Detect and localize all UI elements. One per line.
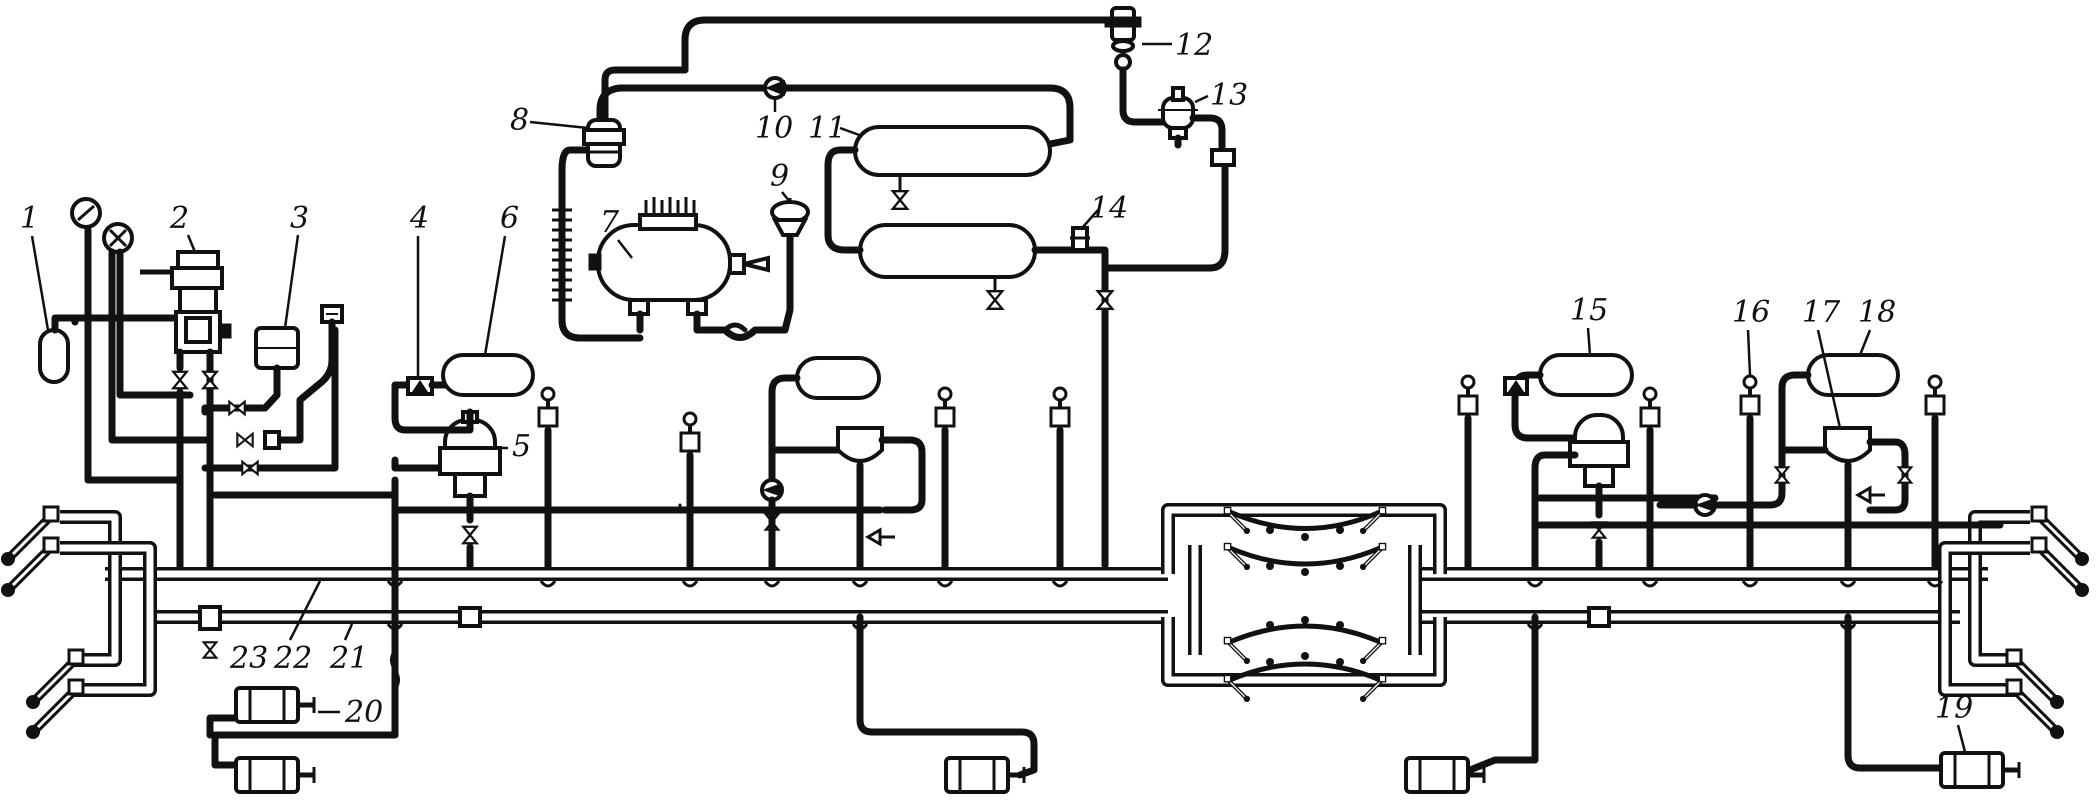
label-6: 6 (500, 201, 519, 236)
label-21: 21 (329, 641, 368, 676)
main-lines (60, 503, 2030, 703)
component-3 (254, 326, 300, 370)
label-2: 2 (169, 201, 189, 236)
label-19: 19 (1935, 691, 1973, 726)
reservoir-1 (38, 328, 70, 384)
drivers-brake-valve-2 (140, 250, 232, 354)
check-valve-right (1503, 376, 1529, 396)
distributor-valve (836, 426, 884, 463)
component-23 (198, 605, 222, 659)
label-8: 8 (510, 103, 529, 138)
oil-separator-8 (582, 118, 626, 168)
label-3: 3 (290, 201, 309, 236)
center-equipment (391, 356, 1071, 792)
label-12: 12 (1175, 28, 1213, 63)
component-13 (1158, 86, 1198, 140)
label-5: 5 (512, 429, 531, 464)
component-12 (1104, 6, 1142, 71)
aux-reservoir-15 (1538, 353, 1634, 397)
cooler-fins (552, 208, 572, 302)
compressor-section (552, 6, 1236, 569)
check-valve-10 (763, 76, 787, 100)
reservoir-18 (1806, 353, 1900, 397)
filter-upper (1210, 148, 1236, 167)
distributor-17 (1823, 426, 1872, 463)
label-10: 10 (755, 111, 793, 146)
left-bogie (206, 353, 559, 792)
label-7: 7 (600, 205, 620, 240)
main-reservoir-11 (853, 125, 1052, 211)
label-15: 15 (1570, 293, 1608, 328)
main-reservoir-lower (858, 223, 1037, 310)
driver-control (38, 197, 399, 659)
compressor-7 (588, 197, 770, 316)
reservoir-middle (795, 356, 881, 400)
aux-reservoir-6 (441, 353, 535, 397)
label-20: 20 (344, 695, 383, 730)
label-17: 17 (1802, 295, 1841, 330)
label-13: 13 (1210, 78, 1248, 113)
relay-valve-right (1568, 413, 1630, 488)
label-14: 14 (1090, 191, 1128, 226)
safety-valve-14 (1070, 226, 1090, 252)
check-valve-4 (406, 376, 434, 396)
labels: 1 2 3 4 6 5 7 8 9 10 11 12 13 14 15 16 1… (20, 28, 1973, 753)
label-22: 22 (273, 641, 312, 676)
label-18: 18 (1858, 295, 1896, 330)
governor-9 (770, 198, 810, 237)
check-valve-middle (760, 478, 784, 502)
label-9: 9 (770, 159, 789, 194)
label-1: 1 (20, 201, 39, 236)
label-4: 4 (409, 201, 429, 236)
label-23: 23 (229, 641, 268, 676)
label-16: 16 (1732, 295, 1770, 330)
